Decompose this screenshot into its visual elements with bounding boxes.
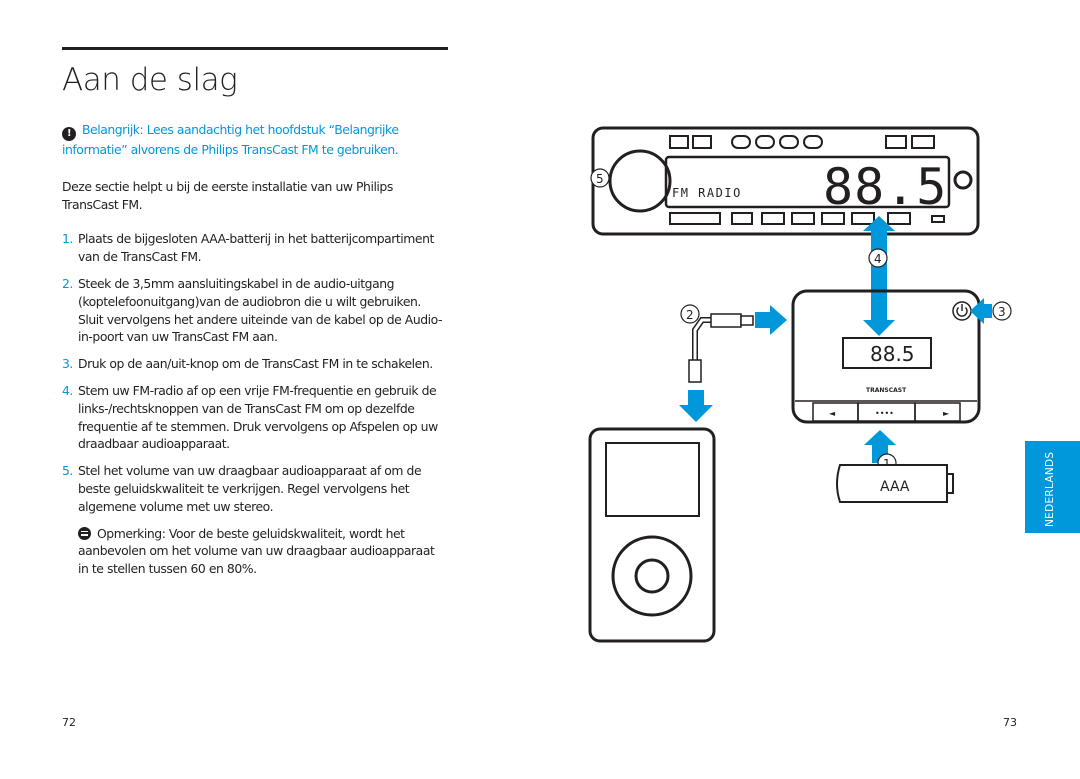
center-dots-icon: •••• (875, 409, 894, 418)
list-item: 2. Steek de 3,5mm aansluitingskabel in de… (62, 275, 446, 346)
callout-2 (680, 304, 700, 324)
arrow-4 (863, 216, 895, 336)
transcast-brand: TRANSCAST (866, 387, 907, 394)
step-text: Stel het volume van uw draagbaar audioap… (78, 463, 422, 514)
page-number-left: 72 (62, 716, 76, 729)
body-text: ! Belangrijk: Lees aandachtig het hoofdst… (62, 121, 446, 590)
note-icon (78, 526, 91, 540)
list-item: 1. Plaats de bijgesloten AAA-batterij in … (62, 230, 446, 266)
audio-player (588, 427, 716, 643)
step-text: Druk op de aan/uit-knop om de TransCast … (78, 356, 433, 372)
page-title: Aan de slag (62, 62, 238, 98)
callout-3 (992, 301, 1012, 321)
transcast-frequency: 88.5 (870, 342, 915, 366)
callout-4 (868, 248, 888, 268)
note-label: Opmerking: (97, 525, 166, 541)
battery-label: AAA (880, 479, 910, 495)
important-text: Lees aandachtig het hoofdstuk “Belangrij… (62, 122, 399, 157)
step-number: 1. (62, 231, 73, 247)
intro-text: Deze sectie helpt u bij de eerste instal… (62, 178, 393, 212)
arrow-3 (970, 298, 992, 324)
callout-5 (590, 168, 610, 188)
steps-list: 1. Plaats de bijgesloten AAA-batterij in … (62, 230, 446, 515)
step-text: Plaats de bijgesloten AAA-batterij in he… (78, 231, 434, 265)
step-number: 3. (62, 356, 73, 372)
power-icon (952, 301, 972, 321)
step-number: 2. (62, 275, 73, 291)
callout-2-label: 2 (686, 308, 694, 322)
step-number: 4. (62, 382, 73, 398)
step-text: Steek de 3,5mm aansluitingskabel in de a… (78, 275, 443, 345)
note-text: Voor de beste geluidskwaliteit, wordt he… (78, 525, 435, 577)
left-arrow-icon: ◄ (829, 409, 836, 418)
title-rule (62, 47, 448, 50)
step-number: 5. (62, 463, 73, 479)
right-arrow-icon: ► (943, 409, 950, 418)
note: Opmerking: Voor de beste geluidskwalitei… (62, 525, 446, 578)
step-text: Stem uw FM-radio af op een vrije FM-freq… (78, 382, 438, 452)
exclamation-icon: ! (62, 127, 76, 141)
callout-4-label: 4 (874, 252, 882, 266)
important-notice: ! Belangrijk: Lees aandachtig het hoofdst… (62, 121, 446, 159)
battery (836, 464, 954, 503)
language-label: NEDERLANDS (1044, 451, 1056, 527)
arrow-down (679, 390, 713, 422)
language-tab: NEDERLANDS (1025, 441, 1080, 533)
important-label: Belangrijk: (82, 122, 144, 137)
list-item: 4. Stem uw FM-radio af op een vrije FM-fr… (62, 382, 446, 453)
radio-frequency: 88.5 (823, 158, 947, 216)
list-item: 5. Stel het volume van uw draagbaar audio… (62, 462, 446, 515)
radio-label: FM RADIO (672, 186, 742, 200)
page-number-right: 73 (1003, 716, 1017, 729)
arrow-2 (755, 305, 787, 335)
list-item: 3. Druk op de aan/uit-knop om de TransCas… (62, 355, 446, 373)
transcast-device (791, 289, 981, 424)
callout-5-label: 5 (596, 172, 604, 186)
audio-cable (688, 313, 754, 383)
callout-3-label: 3 (998, 305, 1006, 319)
